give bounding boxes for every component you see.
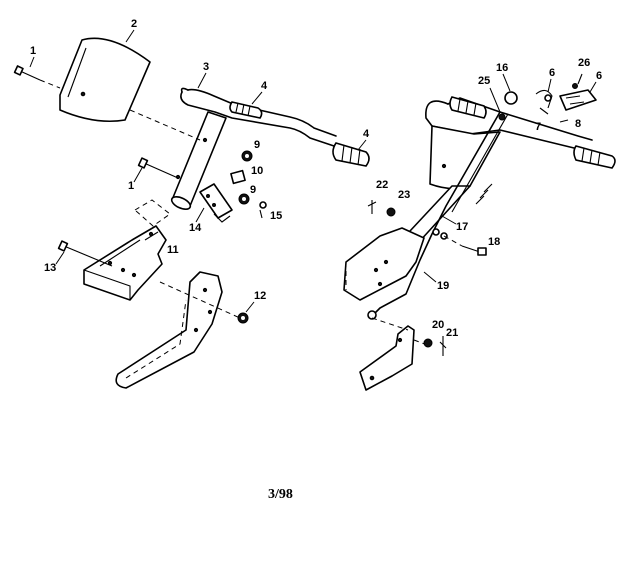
handlebar	[170, 87, 337, 210]
callout-1: 1	[30, 45, 36, 57]
callout-23: 23	[398, 189, 410, 201]
handle-mount-bracket	[83, 225, 167, 301]
callout-7: 7	[535, 121, 541, 133]
nut-icon	[238, 193, 250, 205]
callout-19: 19	[437, 280, 449, 292]
side-frame	[115, 271, 223, 389]
nut-icon	[498, 113, 506, 121]
pin-icon	[367, 200, 377, 214]
callout-22: 22	[376, 179, 388, 191]
callout-26: 26	[578, 57, 590, 69]
callout-20: 20	[432, 319, 444, 331]
shield-panel	[59, 37, 151, 123]
callout-13: 13	[44, 262, 56, 274]
callout-9: 9	[254, 139, 260, 151]
callout-15: 15	[270, 210, 282, 222]
bolt-icon	[461, 245, 487, 256]
callout-18: 18	[488, 236, 500, 248]
control-rod	[367, 111, 509, 320]
callout-17: 17	[456, 221, 468, 233]
knob-icon	[504, 91, 518, 105]
lower-bracket	[359, 325, 415, 391]
callout-14: 14	[189, 222, 202, 234]
callout-4: 4	[363, 128, 370, 140]
spring-icon	[475, 183, 493, 205]
callout-9: 9	[250, 184, 256, 196]
grip-right-upper	[449, 96, 487, 119]
callout-16: 16	[496, 62, 508, 74]
nut-icon	[241, 150, 253, 162]
washer-icon	[423, 338, 433, 348]
date-code: 3/98	[268, 487, 293, 502]
callout-2: 2	[131, 18, 137, 30]
left-handle-assembly	[13, 37, 370, 389]
callout-10: 10	[251, 165, 263, 177]
callout-21: 21	[446, 327, 458, 339]
washer-icon	[386, 207, 396, 217]
grip-left-lower	[332, 142, 370, 167]
callouts: 1 2 3 4 9 10 1 9 14 15 11 13 12 4 16 25 …	[29, 18, 602, 339]
bolt-icon	[137, 157, 179, 179]
right-handle-assembly	[343, 73, 616, 391]
callout-4: 4	[261, 80, 268, 92]
bolt-icon	[259, 201, 267, 219]
nut-icon	[237, 312, 249, 324]
callout-11: 11	[167, 244, 179, 256]
handlebar	[425, 97, 593, 190]
callout-12: 12	[254, 290, 266, 302]
latch-cluster	[535, 73, 597, 123]
grip-right-lower	[573, 145, 616, 169]
callout-1: 1	[128, 180, 134, 192]
callout-8: 8	[575, 118, 581, 130]
bolt-icon	[57, 240, 113, 267]
callout-25: 25	[478, 75, 490, 87]
spacer-icon	[230, 169, 246, 185]
bracket-plate	[199, 183, 233, 223]
callout-3: 3	[203, 61, 209, 73]
lower-frame	[343, 227, 425, 301]
pin-icon	[439, 336, 447, 356]
callout-6: 6	[596, 70, 602, 82]
bolt-icon	[13, 65, 41, 81]
callout-6: 6	[549, 67, 555, 79]
grip-left-upper	[229, 101, 263, 119]
